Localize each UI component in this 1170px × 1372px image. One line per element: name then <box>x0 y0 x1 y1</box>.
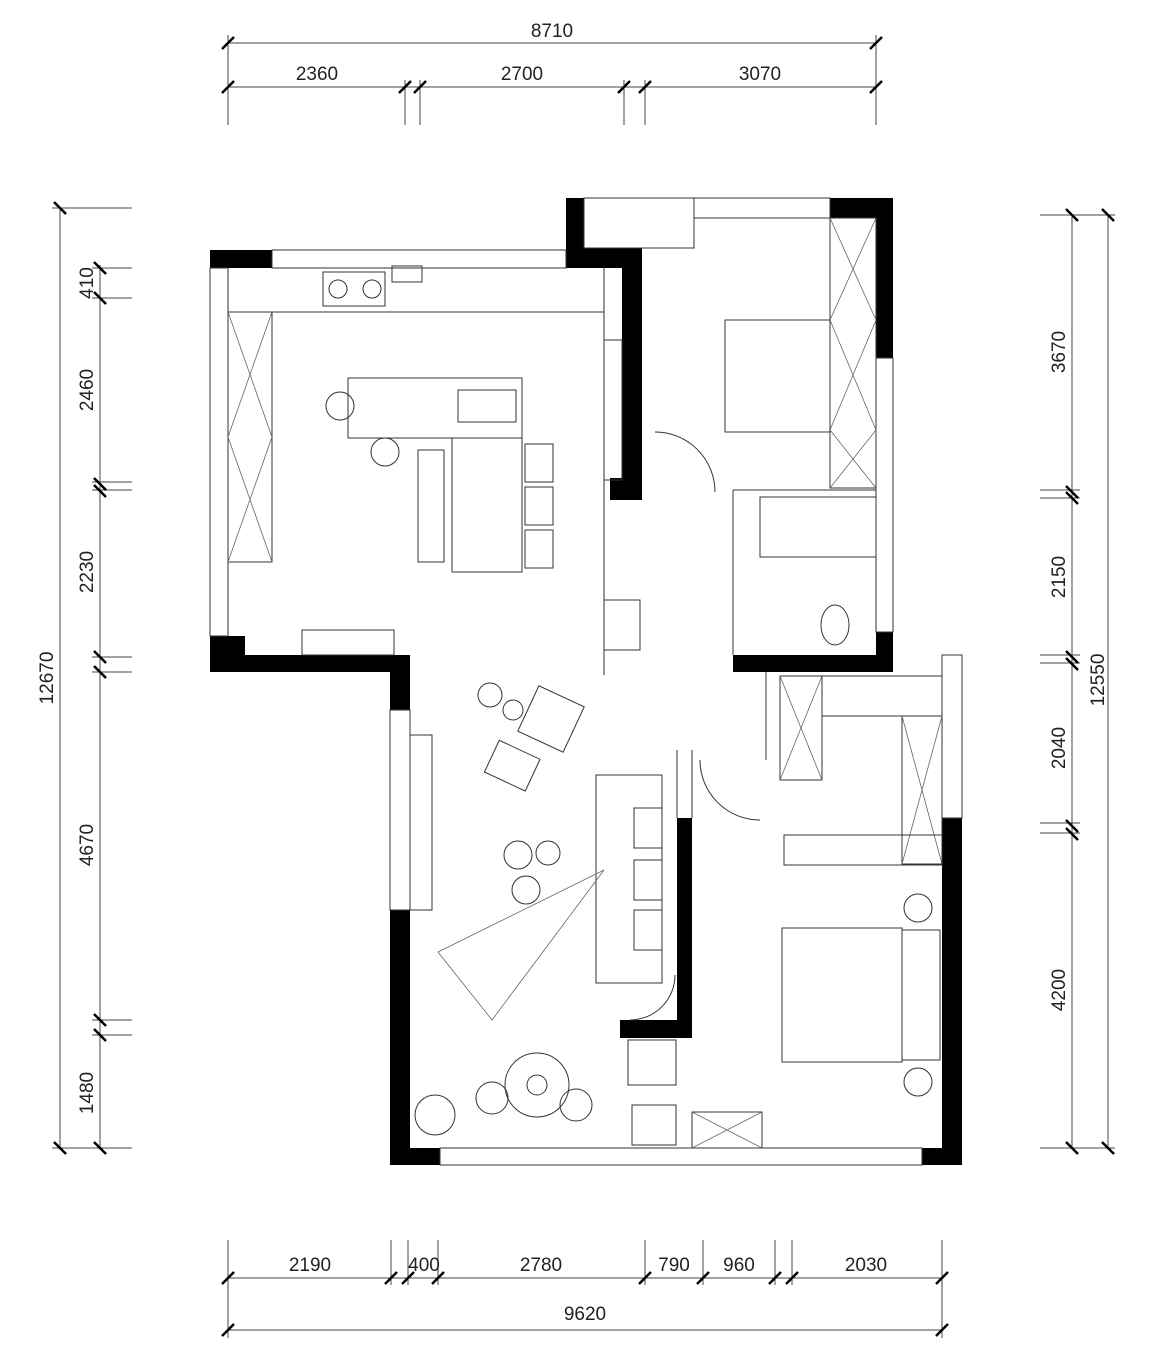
right-dimensions: 12550 3670 2150 2040 4200 <box>1040 208 1115 1155</box>
dim-left-3: 2230 <box>77 551 98 593</box>
dim-right-3: 2040 <box>1049 727 1070 769</box>
sink-icon <box>457 389 517 423</box>
wardrobe <box>829 217 877 489</box>
dim-left-2: 2460 <box>77 369 98 411</box>
furniture <box>227 217 943 1149</box>
dim-top-total: 8710 <box>531 21 573 42</box>
sofa <box>595 774 663 984</box>
dim-bottom-5: 960 <box>723 1255 755 1276</box>
sink-icon <box>603 599 641 651</box>
dim-bottom-6: 2030 <box>845 1255 887 1276</box>
bathtub <box>759 496 877 558</box>
dim-bottom-4: 790 <box>658 1255 690 1276</box>
dim-bottom-2: 400 <box>408 1255 440 1276</box>
dim-top-2: 2700 <box>501 64 543 85</box>
stove <box>322 271 386 307</box>
dim-right-1: 3670 <box>1049 331 1070 373</box>
left-dimensions: 12670 410 2460 2230 4670 1480 <box>37 201 132 1155</box>
rug <box>437 869 605 1021</box>
walls <box>209 197 963 1166</box>
round-table <box>504 1052 570 1118</box>
armchair <box>517 685 585 753</box>
master-bed <box>781 927 903 1063</box>
bed <box>724 319 831 433</box>
kitchen-island <box>347 377 523 439</box>
dim-left-1: 410 <box>77 267 98 299</box>
dim-bottom-1: 2190 <box>289 1255 331 1276</box>
dining-table <box>451 437 523 573</box>
dim-left-total: 12670 <box>37 652 58 705</box>
toilet-icon <box>820 604 850 646</box>
dim-right-2: 2150 <box>1049 556 1070 598</box>
top-dimensions: 8710 2360 2700 3070 <box>221 21 883 125</box>
dim-left-5: 1480 <box>77 1072 98 1114</box>
bottom-dimensions: 2190 400 2780 790 960 2030 9620 <box>221 1240 949 1338</box>
sink-small <box>391 265 423 283</box>
dim-right-total: 12550 <box>1088 654 1109 707</box>
dim-right-4: 4200 <box>1049 969 1070 1011</box>
kitchen-cabinet <box>227 311 273 563</box>
sink-icon <box>631 1104 677 1146</box>
dim-top-3: 3070 <box>739 64 781 85</box>
plant-icon <box>414 1094 456 1136</box>
dim-bottom-total: 9620 <box>564 1304 606 1325</box>
dim-top-1: 2360 <box>296 64 338 85</box>
dim-bottom-3: 2780 <box>520 1255 562 1276</box>
dim-left-4: 4670 <box>77 824 98 866</box>
